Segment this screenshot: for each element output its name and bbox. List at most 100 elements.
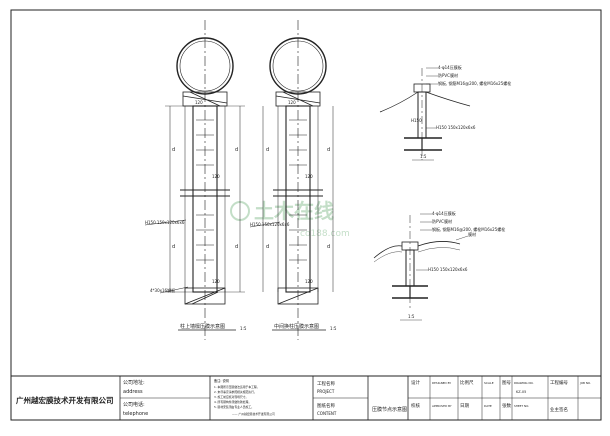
job-label-cn: 工程编号	[550, 379, 568, 386]
left-bolts	[196, 119, 214, 261]
left-dim-label: 120	[195, 100, 203, 105]
rt-callout: 4-φ14压膜板	[438, 64, 462, 70]
sheet-label-en: SHEET NO.	[514, 404, 529, 408]
phone-label: 公司电话:	[123, 401, 145, 408]
rb-membrane-right	[417, 241, 461, 247]
mid-dim-label: 120	[305, 174, 313, 179]
address-label: 公司地址:	[123, 379, 145, 386]
note-line: 3. 施工前应核对现场尺寸。	[214, 395, 248, 399]
note-line: 2. 未尽事宜请参照相关规范执行。	[214, 390, 257, 394]
mid-round-column	[269, 37, 327, 95]
title-block	[10, 375, 602, 421]
mid-callout-plate: H150 150x120x6x6	[250, 222, 290, 227]
left-bottom-clamp-hatch	[191, 291, 219, 305]
rt-clamp-cap	[413, 83, 431, 93]
left-leader	[159, 286, 189, 294]
rt-callout: 防PVC膜材	[438, 72, 458, 78]
left-callout-plate: H150 150x120x6x6	[145, 220, 185, 225]
right-top-detail	[379, 67, 471, 161]
left-caption-scale: 1:5	[240, 326, 247, 331]
drawing-name-label-en: CONTENT	[317, 411, 337, 416]
rb-membrane-right-inner	[417, 247, 461, 253]
left-caption: 柱上墙檩压膜示意图	[180, 323, 225, 330]
note-line: 5. 膜材安装须由专业人员施工。	[214, 405, 254, 409]
rb-membrane-left	[373, 245, 403, 259]
date-label-cn: 日期	[460, 403, 469, 409]
mid-bottom-clamp-hatch	[277, 287, 319, 305]
left-top-clamp-hatch	[189, 91, 221, 107]
date-label-en: DATE	[484, 404, 492, 408]
left-bottom-clamp-hatch	[184, 287, 226, 305]
owner-sign-label: 业主签名	[550, 406, 568, 413]
left-section-mark: d	[172, 244, 175, 250]
scale-label-en: SCALE	[484, 381, 494, 385]
design-label-en: DESIGNED BY	[432, 381, 451, 385]
sheet-label-cn: 张数	[502, 402, 511, 409]
left-dim-label: 120	[212, 279, 220, 284]
left-callout-bolt: 4*30x16钢板	[150, 287, 175, 293]
mid-caption-scale: 1:5	[330, 326, 337, 331]
rb-callout: 钢板, 钢筋M16@200, 螺栓M16x25螺栓	[432, 226, 505, 232]
left-dim-label: 120	[212, 174, 220, 179]
left-bottom-clamp	[184, 287, 226, 305]
note-line: 4. 所有钢构件须做防锈处理。	[214, 400, 251, 404]
notes-title: 备注: 说明	[214, 378, 229, 383]
watermark-subtext: co188.com	[300, 229, 350, 239]
mid-top-clamp-hatch	[275, 95, 321, 104]
rt-detail-label: 1:5	[420, 154, 427, 159]
left-top-clamp-hatch	[182, 95, 228, 104]
rt-web	[417, 91, 427, 139]
rt-dim-label: H150	[411, 118, 422, 123]
design-label-cn: 设计	[411, 379, 420, 386]
note-line: 1. 本图所示压膜做法适用于本工程。	[214, 385, 260, 389]
drawing-no-value: KZ-05	[516, 390, 526, 394]
left-section-mark: d	[172, 147, 175, 153]
watermark-text: 土木在线	[254, 199, 334, 223]
mid-section-mark: d	[327, 147, 330, 153]
project-label-cn: 工程名称	[317, 380, 335, 387]
address-value: address	[123, 389, 143, 395]
company-name: 广州越宏膜技术开发有限公司	[16, 395, 114, 405]
rb-leader	[455, 235, 469, 241]
scale-label-cn: 比例尺	[460, 379, 474, 386]
notes-footer: —— 广州越宏膜技术开发有限公司	[232, 412, 275, 416]
approved-label-en: APPROVED BY	[432, 404, 452, 408]
mid-caption: 中间换柱压膜示意图	[274, 323, 319, 330]
job-label-en: JOB NO.	[579, 381, 591, 385]
rt-membrane-right	[425, 91, 471, 107]
rb-detail-label: 1:5	[408, 314, 415, 319]
mid-post	[285, 105, 311, 293]
mid-section-mark: d	[327, 244, 330, 250]
right-bottom-detail	[373, 213, 469, 321]
mid-section-mark: d	[266, 147, 269, 153]
mid-section-mark: d	[266, 244, 269, 250]
left-round-column-inner	[179, 40, 231, 92]
left-section-mark: d	[235, 244, 238, 250]
mid-bottom-clamp	[277, 287, 319, 305]
mid-top-clamp-hatch	[282, 91, 314, 107]
rb-callout: 4-φ14压膜板	[432, 210, 456, 216]
watermark: 土木在线 co188.com	[230, 199, 350, 239]
left-leader	[144, 219, 187, 226]
project-label-en: PROJECT	[317, 389, 335, 394]
rt-membrane-left	[379, 91, 419, 113]
drawing-name-label-cn: 图纸名称	[317, 402, 335, 409]
left-round-column	[176, 37, 234, 95]
drawing-title: 压膜节点示意图	[372, 406, 407, 413]
left-detail	[144, 20, 245, 340]
mid-bolts	[289, 119, 307, 261]
drawing-no-label-cn: 图号	[502, 380, 511, 386]
left-section-mark: d	[235, 147, 238, 153]
rt-member-label: H150 150x120x6x6	[436, 125, 476, 130]
rb-callout: 防PVC膜材	[432, 218, 452, 224]
phone-value: telephone	[123, 411, 148, 417]
mid-dim-label: 120	[305, 279, 313, 284]
mid-leader	[249, 221, 281, 228]
middle-detail	[249, 20, 334, 340]
rb-member-label: H150 150x120x6x6	[428, 267, 468, 272]
mid-round-column-inner	[272, 40, 324, 92]
rb-membrane-left-inner	[373, 251, 403, 263]
mid-dim-label: 120	[288, 100, 296, 105]
